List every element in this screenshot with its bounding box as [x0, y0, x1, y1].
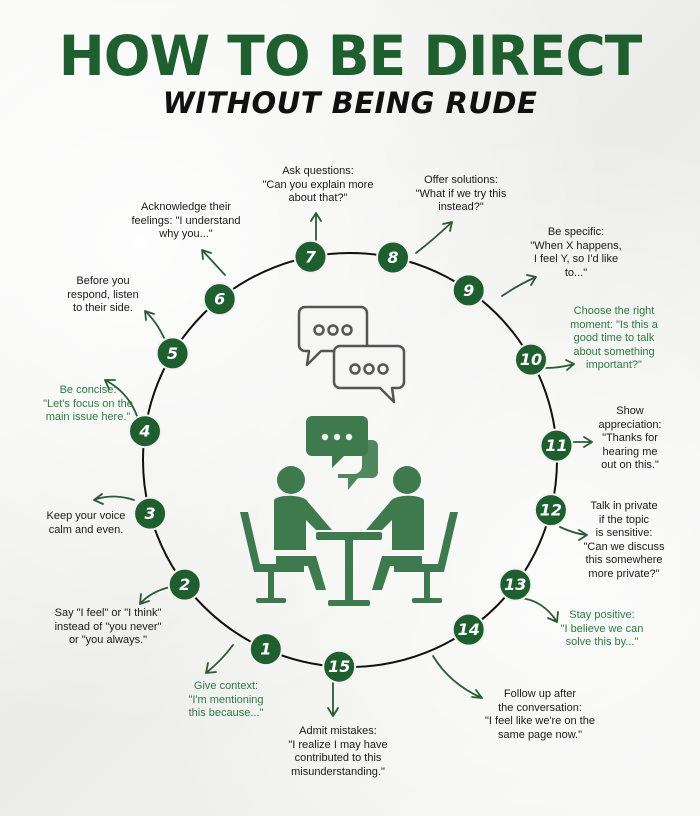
arrow-2	[139, 586, 171, 605]
tip-badge-5	[155, 336, 190, 371]
tip-badge-1	[248, 632, 283, 667]
tip-number-6: 6	[214, 290, 225, 309]
tip-3-text: Keep your voice calm and even.	[46, 510, 126, 536]
tip-4-text: Be concise: "Let's focus on the main iss…	[43, 384, 133, 423]
tip-14-text: Follow up after the conversation: "I fee…	[485, 688, 595, 741]
tip-badge-8	[376, 240, 410, 275]
tip-badge-10	[514, 342, 548, 377]
tip-badge-15	[322, 649, 357, 684]
arrow-12	[559, 526, 588, 541]
tip-13-text: Stay positive: "I believe we can solve t…	[560, 609, 644, 648]
tip-badge-6	[202, 282, 237, 317]
arrow-9	[501, 274, 537, 297]
arrow-8	[415, 221, 453, 254]
tip-5-text: Before you respond, listen to their side…	[67, 275, 139, 314]
tip-10-text: Choose the right moment: "Is this a good…	[570, 305, 658, 371]
tip-badge-14	[451, 612, 486, 647]
tip-9-text: Be specific: "When X happens, I feel Y, …	[530, 226, 622, 279]
tip-7-text: Ask questions: "Can you explain more abo…	[262, 165, 374, 204]
tip-number-13: 13	[504, 575, 526, 594]
tip-badge-2	[167, 567, 202, 602]
arrow-4	[104, 379, 138, 417]
tip-badge-3	[133, 496, 168, 531]
tip-1-text: Give context: "I'm mentioning this becau…	[188, 680, 264, 719]
tip-15-text: Admit mistakes: "I realize I may have co…	[288, 725, 388, 778]
tip-number-14: 14	[458, 620, 480, 639]
tip-badge-11	[539, 428, 574, 463]
tip-number-2: 2	[179, 575, 190, 594]
tip-number-12: 12	[540, 501, 562, 520]
tip-badge-9	[451, 273, 486, 308]
arrow-10	[545, 359, 575, 371]
arrow-3	[93, 493, 135, 505]
page-subtitle: WITHOUT BEING RUDE	[162, 86, 538, 120]
tip-badge-7	[293, 239, 328, 274]
arrow-5	[144, 310, 166, 341]
tip-8-text: Offer solutions: "What if we try this in…	[415, 174, 507, 213]
tip-number-4: 4	[138, 422, 150, 441]
tip-number-3: 3	[145, 504, 156, 523]
arrow-7	[310, 212, 322, 241]
tip-6-text: Acknowledge their feelings: "I understan…	[131, 201, 241, 240]
tip-11-text: Show appreciation: "Thanks for hearing m…	[598, 405, 662, 471]
arrow-11	[570, 436, 593, 448]
two-people-talking-icon	[240, 416, 458, 606]
tip-number-7: 7	[305, 247, 317, 266]
tip-number-5: 5	[167, 344, 178, 363]
tip-number-10: 10	[520, 350, 542, 369]
tip-2-text: Say "I feel" or "I think" instead of "yo…	[54, 607, 162, 646]
tip-badge-12	[533, 493, 568, 528]
tip-number-9: 9	[463, 281, 474, 300]
tip-number-8: 8	[387, 248, 398, 267]
tip-badge-13	[498, 567, 533, 602]
arrow-6	[201, 249, 226, 276]
tip-arrows	[93, 212, 593, 717]
speech-bubbles-icon	[297, 305, 406, 404]
tip-12-text: Talk in private if the topic is sensitiv…	[583, 500, 665, 580]
tip-number-11: 11	[545, 436, 567, 455]
arrow-14	[432, 655, 483, 699]
tip-number-1: 1	[260, 640, 271, 659]
tip-number-15: 15	[328, 657, 350, 676]
page-title: HOW TO BE DIRECT	[58, 24, 643, 88]
arrow-1	[205, 644, 234, 674]
tip-badge-4	[128, 414, 162, 449]
